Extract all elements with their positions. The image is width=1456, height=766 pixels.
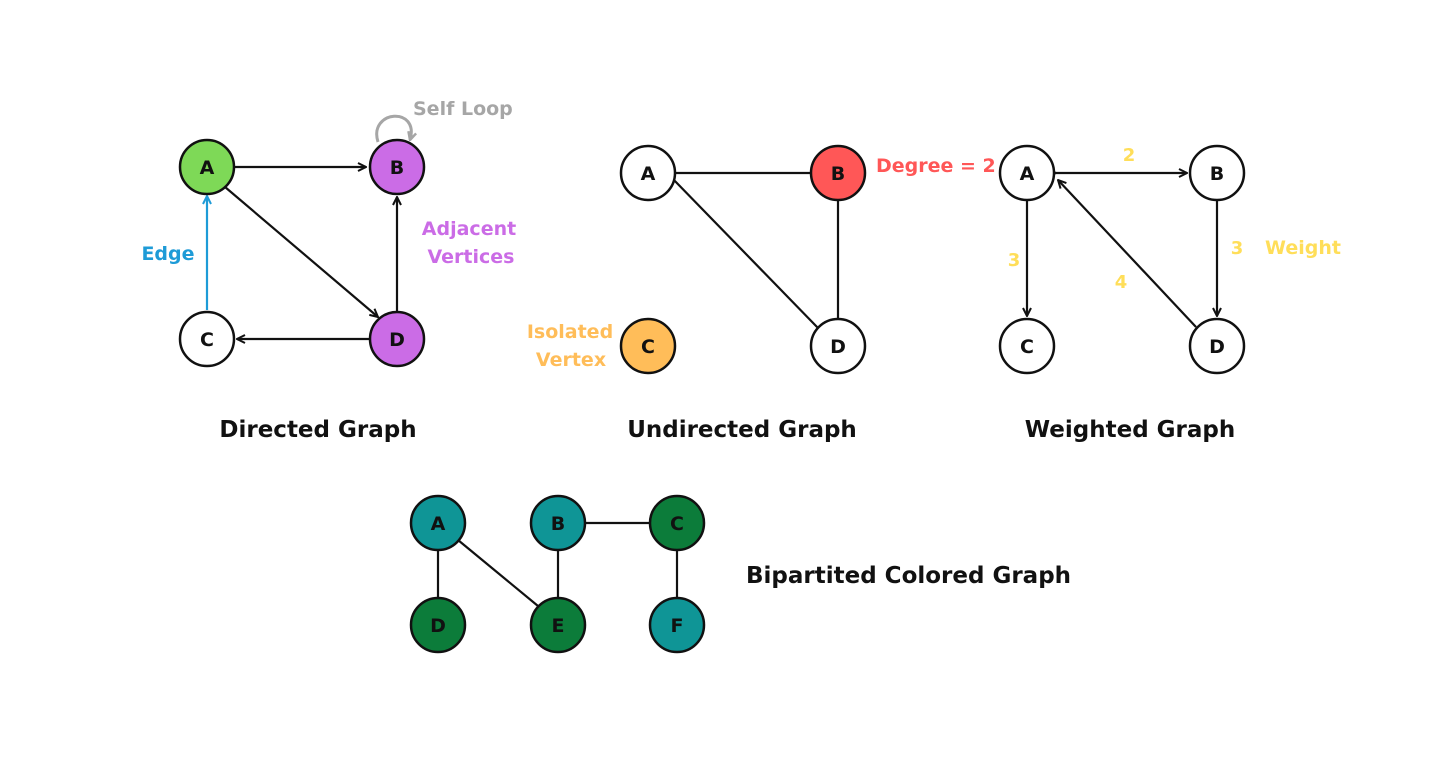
undirected-node-a: A xyxy=(619,144,677,202)
edge-a-d xyxy=(671,177,819,329)
weight-annotation: Weight xyxy=(1265,237,1341,259)
undirected-node-b-label: B xyxy=(831,163,845,185)
bipartite-node-a: A xyxy=(409,494,467,552)
bipartite-node-e-label: E xyxy=(552,615,565,637)
undirected-graph-title: Undirected Graph xyxy=(627,417,857,443)
edge-annotation: Edge xyxy=(141,243,194,265)
weighted-node-a-label: A xyxy=(1020,163,1035,185)
bipartite-node-b-label: B xyxy=(551,513,565,535)
edge-d-to-a xyxy=(1058,180,1197,328)
undirected-node-b: B xyxy=(809,144,867,202)
undirected-node-d-label: D xyxy=(830,336,846,358)
directed-graph: A B C D Self Loop Edge Adjacent Vertices… xyxy=(141,98,516,443)
weighted-graph: A B C D 2 3 3 4 Weight Weighted Graph xyxy=(998,144,1341,443)
bipartite-node-f-label: F xyxy=(671,615,684,637)
self-loop-arrow xyxy=(375,114,412,143)
bipartite-node-c-label: C xyxy=(670,513,684,535)
weighted-node-a: A xyxy=(998,144,1056,202)
undirected-graph: A B C D Degree = 2 Isolated Vertex Undir… xyxy=(527,144,996,443)
undirected-node-a-label: A xyxy=(641,163,656,185)
directed-node-b-label: B xyxy=(390,157,404,179)
bipartite-node-d-label: D xyxy=(430,615,446,637)
adjacent-annotation-line1: Adjacent xyxy=(422,218,516,240)
isolated-annotation-line1: Isolated xyxy=(527,321,613,343)
self-loop-annotation: Self Loop xyxy=(413,98,513,120)
bipartite-graph: A B C D E F Bipartited Colored Graph xyxy=(409,494,1071,654)
weighted-graph-title: Weighted Graph xyxy=(1025,417,1236,443)
undirected-node-c-label: C xyxy=(641,336,655,358)
weighted-node-c-label: C xyxy=(1020,336,1034,358)
directed-node-a-label: A xyxy=(200,157,215,179)
weighted-node-b-label: B xyxy=(1210,163,1224,185)
isolated-annotation-line2: Vertex xyxy=(536,349,606,371)
bipartite-node-d: D xyxy=(409,596,467,654)
weight-bd: 3 xyxy=(1231,238,1244,259)
degree-annotation: Degree = 2 xyxy=(876,155,996,177)
adjacent-annotation-line2: Vertices xyxy=(428,246,515,268)
undirected-node-c: C xyxy=(619,317,677,375)
weight-ab: 2 xyxy=(1123,145,1136,166)
weighted-node-d-label: D xyxy=(1209,336,1225,358)
directed-node-a: A xyxy=(178,138,236,196)
bipartite-node-c: C xyxy=(648,494,706,552)
directed-node-d: D xyxy=(368,310,426,368)
bipartite-graph-title: Bipartited Colored Graph xyxy=(746,563,1071,589)
bipartite-node-a-label: A xyxy=(431,513,446,535)
weighted-node-d: D xyxy=(1188,317,1246,375)
weighted-node-b: B xyxy=(1188,144,1246,202)
directed-node-c-label: C xyxy=(200,329,214,351)
edge-a-to-d xyxy=(224,186,378,317)
bipartite-node-f: F xyxy=(648,596,706,654)
directed-node-b: B xyxy=(368,138,426,196)
weight-ac: 3 xyxy=(1008,250,1021,271)
weight-da: 4 xyxy=(1115,272,1128,293)
edge-a-e xyxy=(457,539,539,607)
directed-node-c: C xyxy=(178,310,236,368)
undirected-node-d: D xyxy=(809,317,867,375)
bipartite-node-b: B xyxy=(529,494,587,552)
bipartite-node-e: E xyxy=(529,596,587,654)
weighted-node-c: C xyxy=(998,317,1056,375)
directed-graph-title: Directed Graph xyxy=(219,417,416,443)
directed-node-d-label: D xyxy=(389,329,405,351)
